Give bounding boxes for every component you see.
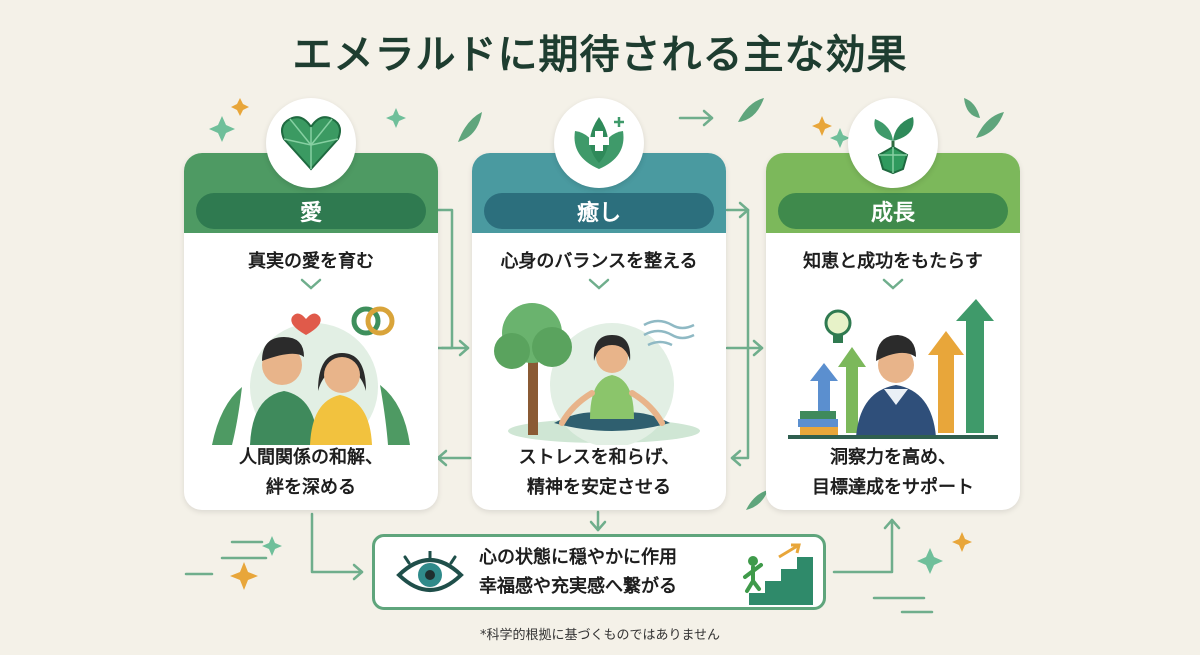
card-growth-label: 成長 — [778, 193, 1008, 229]
card-growth: 成長 知恵と成功をもたらす 洞察力を高め、 目標達成をサポート — [766, 153, 1020, 510]
couple-illustration — [212, 306, 410, 445]
card-healing-effect-line2: 精神を安定させる — [527, 477, 671, 498]
meditation-illustration — [494, 303, 700, 445]
summary-line1: 心の状態に穏やかに作用 — [479, 547, 677, 568]
chevron-down-icon — [300, 278, 322, 290]
card-healing: 癒し 心身のバランスを整える ストレスを和らげ、 精神を安定させる — [472, 153, 726, 510]
card-healing-label: 癒し — [484, 193, 714, 229]
card-growth-headline: 知恵と成功をもたらす — [803, 251, 983, 272]
chevron-down-icon — [882, 278, 904, 290]
summary-box: 心の状態に穏やかに作用 幸福感や充実感へ繋がる — [372, 534, 826, 610]
heart-emerald-icon — [281, 116, 341, 171]
card-growth-effect: 洞察力を高め、 目標達成をサポート — [766, 443, 1020, 503]
summary-text: 心の状態に穏やかに作用 幸福感や充実感へ繋がる — [479, 543, 729, 601]
card-love-effect: 人間関係の和解、 絆を深める — [184, 443, 438, 503]
card-love-label: 愛 — [196, 193, 426, 229]
summary-line2: 幸福感や充実感へ繋がる — [479, 576, 677, 597]
disclaimer-note: *科学的根拠に基づくものではありません — [479, 628, 721, 643]
card-healing-effect-line1: ストレスを和らげ、 — [518, 447, 680, 468]
card-love-headline: 真実の愛を育む — [248, 251, 374, 272]
card-growth-effect-line1: 洞察力を高め、 — [830, 447, 956, 468]
leaf-cross-icon — [574, 117, 624, 169]
card-healing-effect: ストレスを和らげ、 精神を安定させる — [472, 443, 726, 503]
growth-badge — [848, 98, 938, 188]
page-title: エメラルドに期待される主な効果 — [292, 32, 908, 78]
card-love: 愛 真実の愛を育む 人間関係の和解、 絆を深める — [184, 153, 438, 510]
healing-badge — [554, 98, 644, 188]
chevron-down-icon — [588, 278, 610, 290]
love-badge — [266, 98, 356, 188]
card-healing-headline: 心身のバランスを整える — [500, 251, 698, 272]
eye-icon — [396, 551, 464, 592]
stairs-climber-icon — [743, 543, 813, 605]
studying-illustration — [788, 299, 998, 439]
sprout-emerald-icon — [874, 117, 914, 175]
card-growth-effect-line2: 目標達成をサポート — [812, 477, 974, 498]
card-love-effect-line2: 絆を深める — [266, 477, 356, 498]
card-love-effect-line1: 人間関係の和解、 — [239, 447, 383, 468]
